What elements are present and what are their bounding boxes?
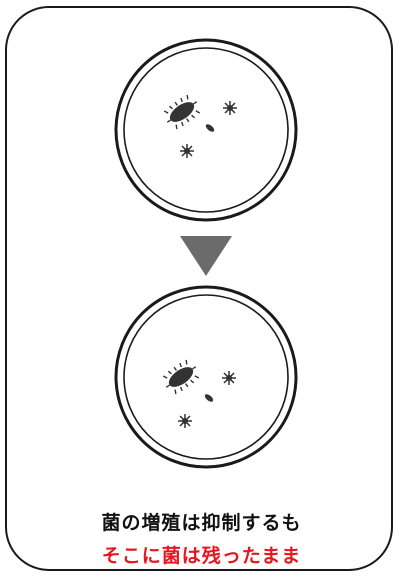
petri-dish-top [112,36,300,224]
caption-line-1: 菌の増殖は抑制するも [0,508,403,535]
down-triangle-arrow-icon [180,236,232,276]
caption-line-2: そこに菌は残ったまま [0,541,403,568]
petri-dish-bottom [112,283,300,471]
star-bacterium-icon [178,414,192,428]
star-bacterium-icon [222,371,236,385]
star-bacterium-icon [223,101,237,115]
star-bacterium-icon [180,144,194,158]
